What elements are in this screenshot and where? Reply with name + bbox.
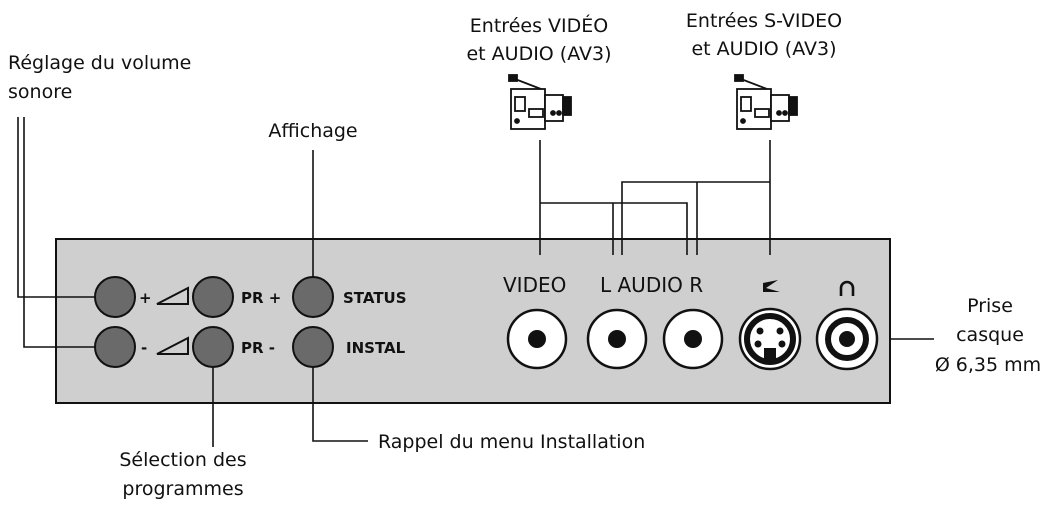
video-jack[interactable] <box>506 308 568 370</box>
video-inputs-leader-lines <box>539 140 688 255</box>
display-callout: Affichage <box>268 120 357 142</box>
camcorder-icon <box>508 74 572 130</box>
volume-down-wedge-icon <box>156 336 189 355</box>
svideo-symbol-icon <box>763 280 780 292</box>
volume-leader-line-2 <box>23 117 95 348</box>
audio-right-jack[interactable] <box>662 308 724 370</box>
headphone-jack[interactable] <box>815 307 879 371</box>
status-button[interactable] <box>292 276 334 318</box>
audio-left-jack[interactable] <box>586 308 648 370</box>
headphone-callout-line3: Ø 6,35 mm <box>935 354 1041 376</box>
headphone-symbol-icon <box>839 280 855 296</box>
program-down-button[interactable] <box>192 326 234 368</box>
volume-up-button[interactable] <box>94 276 136 318</box>
svideo-inputs-leader-lines <box>621 140 771 255</box>
video-jack-label: VIDEO <box>503 273 566 297</box>
install-menu-callout: Rappel du menu Installation <box>378 431 645 453</box>
control-buttons <box>94 276 334 368</box>
svideo-inputs-callout-line2: et AUDIO (AV3) <box>691 38 836 60</box>
program-select-callout-line2: programmes <box>122 478 243 500</box>
video-inputs-callout-line2: et AUDIO (AV3) <box>466 43 611 65</box>
program-select-callout-line1: Sélection des <box>119 449 246 471</box>
volume-plus-label: + <box>139 289 152 307</box>
instal-label: INSTAL <box>346 339 406 357</box>
video-inputs-callout-line1: Entrées VIDÉO <box>470 14 608 37</box>
audio-jack-label: L AUDIO R <box>600 273 703 297</box>
headphone-callout-line2: casque <box>956 324 1024 346</box>
svideo-jack[interactable] <box>738 307 802 371</box>
volume-callout-line1: Réglage du volume <box>8 52 191 74</box>
volume-leader-line <box>17 117 95 298</box>
volume-callout-line2: sonore <box>8 81 72 103</box>
volume-minus-label: - <box>141 339 147 357</box>
install-menu-leader-line <box>312 367 368 442</box>
program-minus-label: PR - <box>241 339 275 357</box>
camcorder-icon <box>734 74 798 130</box>
status-label: STATUS <box>343 289 407 307</box>
svideo-inputs-callout-line1: Entrées S-VIDEO <box>686 10 842 32</box>
program-plus-label: PR + <box>241 289 281 307</box>
volume-down-button[interactable] <box>94 326 136 368</box>
volume-up-wedge-icon <box>156 286 189 305</box>
instal-button[interactable] <box>292 326 334 368</box>
program-up-button[interactable] <box>192 276 234 318</box>
headphone-callout-line1: Prise <box>967 295 1013 317</box>
